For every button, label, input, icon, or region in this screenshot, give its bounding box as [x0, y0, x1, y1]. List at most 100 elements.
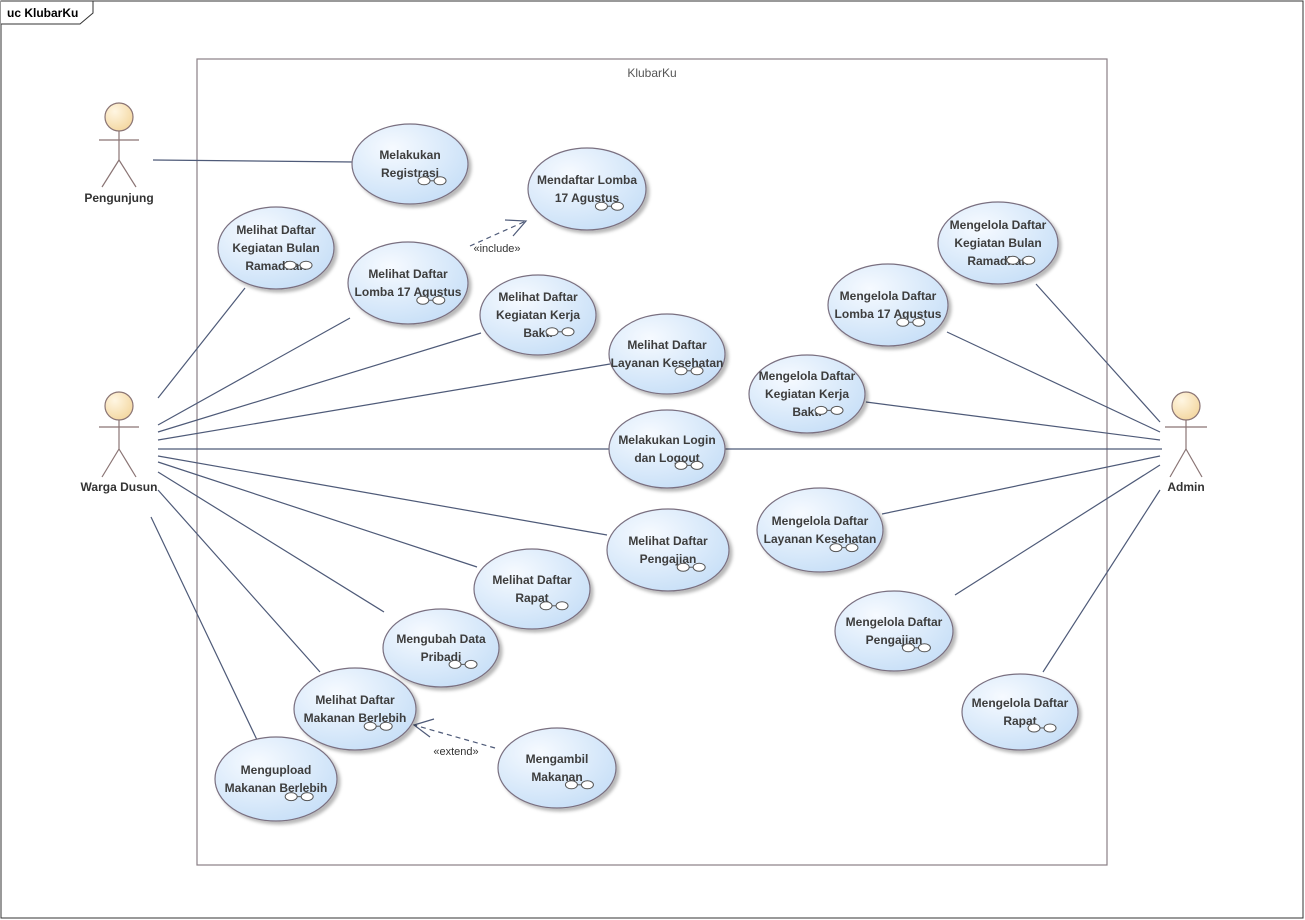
assoc-admin-kelola-kesehatan	[881, 455, 1161, 515]
composite-icon	[674, 366, 704, 376]
assoc-admin-kelola-ramadhan	[1035, 283, 1161, 423]
usecase-ellipse	[608, 313, 726, 395]
assoc-warga-lihat-pengajian	[157, 455, 608, 536]
usecase-label-line: Melihat Daftar	[236, 223, 316, 237]
assoc-pengunjung-registrasi	[152, 159, 355, 163]
usecase-label-line: Lomba 17 Agustus	[355, 285, 462, 299]
usecase-label-line: Melakukan Login	[618, 433, 715, 447]
actor-warga-dusun[interactable]: Warga Dusun	[81, 391, 158, 494]
usecase-ellipse	[497, 727, 617, 809]
extend-label: «extend»	[433, 746, 478, 758]
extend-relation: «extend»	[412, 718, 496, 758]
usecase-ellipse	[293, 667, 417, 751]
usecase-label-line: Mengelola Daftar	[840, 289, 937, 303]
usecase-label-line: Pengajian	[866, 633, 923, 647]
assoc-warga-lihat-rapat	[157, 461, 478, 568]
actor-label: Pengunjung	[84, 191, 153, 205]
usecase-label-line: dan Logout	[634, 451, 699, 465]
assoc-warga-lihat-lomba	[157, 317, 351, 426]
usecase-label-line: Pribadi	[421, 650, 462, 664]
usecase-label-line: Kegiatan Bulan	[954, 236, 1041, 250]
usecase-label-line: Melihat Daftar	[368, 267, 448, 281]
usecase-ellipse	[606, 508, 730, 592]
system-title: KlubarKu	[627, 66, 676, 80]
usecase-label-line: Melihat Daftar	[315, 693, 395, 707]
composite-icon	[564, 780, 594, 790]
actor-admin[interactable]: Admin	[1165, 391, 1207, 494]
usecase-label-line: Kegiatan Kerja	[496, 308, 580, 322]
usecase-ellipse	[608, 409, 726, 489]
association-lines	[150, 159, 1162, 743]
usecase-label-line: Mengubah Data	[396, 632, 486, 646]
usecase-label-line: Melihat Daftar	[627, 338, 707, 352]
usecase-label-line: Bakti	[523, 326, 552, 340]
composite-icon	[901, 643, 931, 653]
usecase-label-line: Mengelola Daftar	[950, 218, 1047, 232]
composite-icon	[416, 295, 446, 305]
assoc-warga-lihat-makanan	[157, 489, 321, 673]
usecase-ellipse	[347, 241, 469, 325]
usecase-label-line: 17 Agustus	[555, 191, 620, 205]
composite-icon	[676, 562, 706, 572]
include-label: «include»	[473, 243, 520, 255]
actor-label: Warga Dusun	[81, 480, 158, 494]
usecase-ellipse	[961, 673, 1079, 751]
usecase-ellipse	[827, 263, 949, 347]
usecase-label-line: Mendaftar Lomba	[537, 173, 637, 187]
actor-label: Admin	[1167, 480, 1204, 494]
usecase-label-line: Mengelola Daftar	[972, 696, 1069, 710]
usecase-label-line: Melihat Daftar	[628, 534, 708, 548]
actor-pengunjung[interactable]: Pengunjung	[84, 102, 154, 205]
usecase-ellipse	[214, 736, 338, 822]
usecase-login[interactable]: Melakukan Login dan Logout	[608, 409, 726, 489]
composite-icon	[363, 721, 393, 731]
include-relation: «include»	[469, 219, 528, 255]
usecase-label-line: Rapat	[1003, 714, 1036, 728]
usecase-ellipse	[351, 123, 469, 205]
usecase-label-line: Ramadhan	[245, 259, 306, 273]
usecase-label-line: Melakukan	[379, 148, 440, 162]
composite-icon	[417, 176, 447, 186]
usecase-label-line: Mengelola Daftar	[846, 615, 943, 629]
usecase-label-line: Layanan Kesehatan	[764, 532, 877, 546]
usecase-label-line: Mengelola Daftar	[772, 514, 869, 528]
usecase-label-line: Melihat Daftar	[492, 573, 572, 587]
usecase-ellipse	[382, 608, 500, 688]
usecase-label-line: Bakti	[792, 405, 821, 419]
usecase-label-line: Rapat	[515, 591, 548, 605]
assoc-admin-kelola-kerja-bakti	[865, 401, 1161, 441]
assoc-warga-lihat-kerja-bakti	[157, 332, 482, 433]
assoc-warga-ubah-data	[157, 471, 385, 613]
composite-icon	[829, 543, 859, 553]
usecase-ellipse	[473, 548, 591, 630]
composite-icon	[545, 327, 575, 337]
actor-figure-icon	[1165, 391, 1207, 478]
usecase-label-line: Layanan Kesehatan	[611, 356, 724, 370]
composite-icon	[1006, 255, 1036, 265]
usecase-label-line: Registrasi	[381, 166, 439, 180]
usecase-label-line: Melihat Daftar	[498, 290, 578, 304]
usecase-label-line: Ramadhan	[967, 254, 1028, 268]
assoc-admin-kelola-lomba	[946, 331, 1161, 433]
composite-icon	[539, 601, 569, 611]
usecase-label-line: Lomba 17 Agustus	[835, 307, 942, 321]
usecase-daftar-lomba[interactable]: Mendaftar Lomba 17 Agustus	[527, 147, 647, 231]
